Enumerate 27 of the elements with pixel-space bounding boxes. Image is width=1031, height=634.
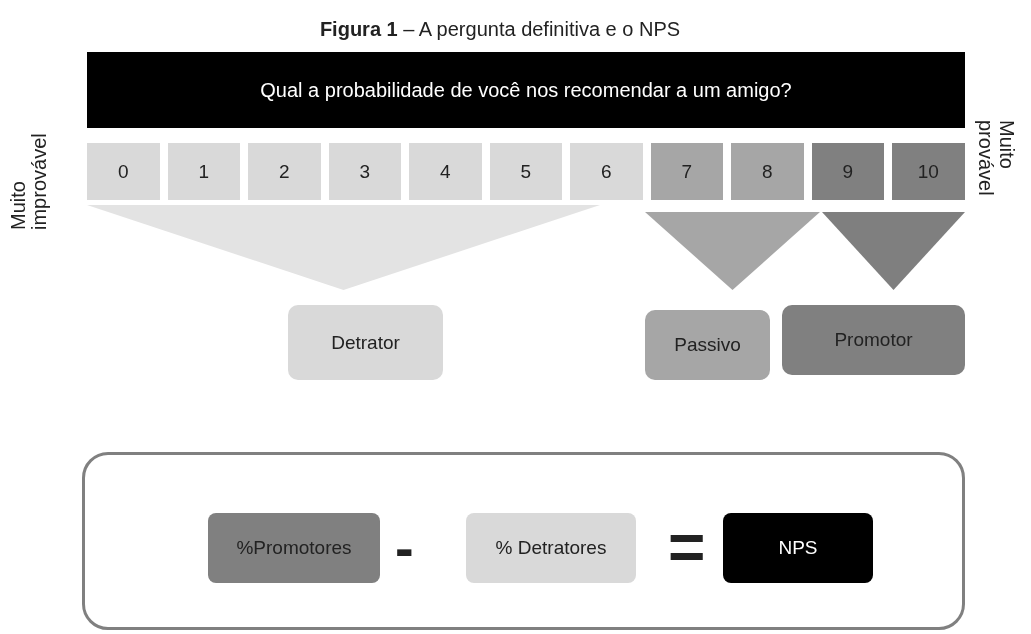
formula-frame: [82, 452, 965, 630]
scale-cell: 1: [167, 143, 240, 200]
scale-cell: 8: [731, 143, 804, 200]
equals-sign: =: [668, 515, 706, 579]
scale-cell: 5: [489, 143, 562, 200]
scale-cell: 0: [87, 143, 160, 200]
minus-sign: -: [395, 520, 414, 576]
scale-cell: 7: [650, 143, 723, 200]
funnel-wedge: [87, 205, 600, 290]
scale-end-label: Muito provável: [975, 120, 1017, 198]
formula-term: % Detratores: [466, 513, 636, 583]
scale-end-label: Muito improvável: [8, 132, 50, 230]
category-box: Promotor: [782, 305, 965, 375]
figure-title: Figura 1 – A pergunta definitiva e o NPS: [318, 18, 682, 41]
scale-cell: 4: [409, 143, 482, 200]
scale-cell: 6: [570, 143, 643, 200]
funnel-wedge: [822, 212, 965, 290]
category-box: Detrator: [288, 305, 443, 380]
scale-cell: 9: [811, 143, 884, 200]
category-box: Passivo: [645, 310, 770, 380]
scale-cell: 10: [892, 143, 965, 200]
question-bar: Qual a probabilidade de você nos recomendar a um amigo?: [87, 52, 965, 128]
formula-term: %Promotores: [208, 513, 380, 583]
scale-cell: 3: [328, 143, 401, 200]
funnel-wedge: [645, 212, 820, 290]
scale-cell: 2: [248, 143, 321, 200]
formula-result: NPS: [723, 513, 873, 583]
